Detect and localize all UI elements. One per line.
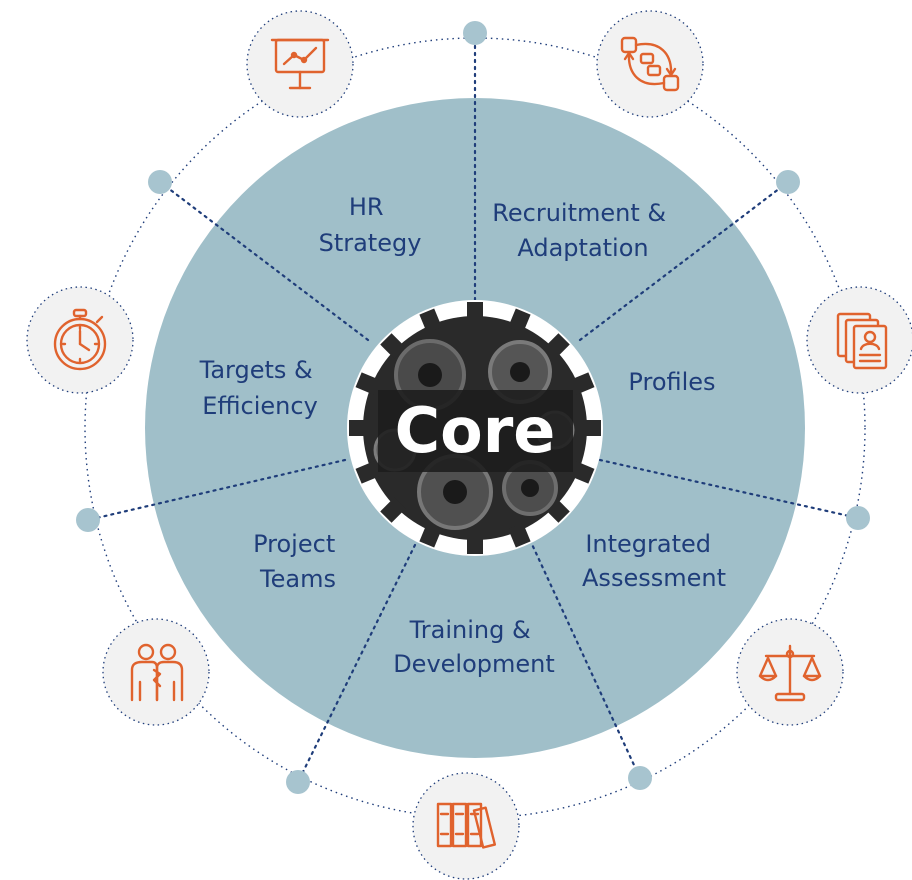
spoke-6 xyxy=(86,458,347,522)
process-flow-icon xyxy=(596,10,704,118)
segment-label-profiles: Profiles xyxy=(628,368,715,396)
spoke-3 xyxy=(598,458,860,520)
ring-node xyxy=(776,170,800,194)
core-label: Core xyxy=(395,394,556,467)
spoke-7 xyxy=(158,180,370,342)
segment-label-project-teams: Project Teams xyxy=(253,530,343,593)
ring-node xyxy=(76,508,100,532)
ring-node xyxy=(628,766,652,790)
spoke-4 xyxy=(528,538,642,780)
ring-node xyxy=(286,770,310,794)
spoke-5 xyxy=(296,543,417,784)
segment-label-hr-strategy: HR Strategy xyxy=(319,193,422,257)
ring-node xyxy=(463,21,487,45)
segment-labels: HR Strategy Recruitment & Adaptation Pro… xyxy=(199,193,726,678)
team-people-icon xyxy=(102,618,210,726)
segment-label-targets-efficiency: Targets & Efficiency xyxy=(199,356,321,420)
ring-node xyxy=(148,170,172,194)
segment-label-recruitment: Recruitment & Adaptation xyxy=(492,199,673,262)
core-hub: Core xyxy=(347,300,603,556)
stopwatch-icon xyxy=(26,286,134,394)
spoke-2 xyxy=(578,180,790,342)
scales-icon xyxy=(736,618,844,726)
binders-icon xyxy=(412,772,520,880)
ring-nodes xyxy=(76,21,870,794)
segment-label-integrated-assessment: Integrated Assessment xyxy=(582,530,726,592)
presentation-chart-icon xyxy=(246,10,354,118)
ring-node xyxy=(846,506,870,530)
spokes xyxy=(86,31,860,784)
segment-label-training-development: Training & Development xyxy=(393,616,555,678)
resume-profile-icon xyxy=(806,286,912,394)
core-label-box xyxy=(378,390,573,472)
